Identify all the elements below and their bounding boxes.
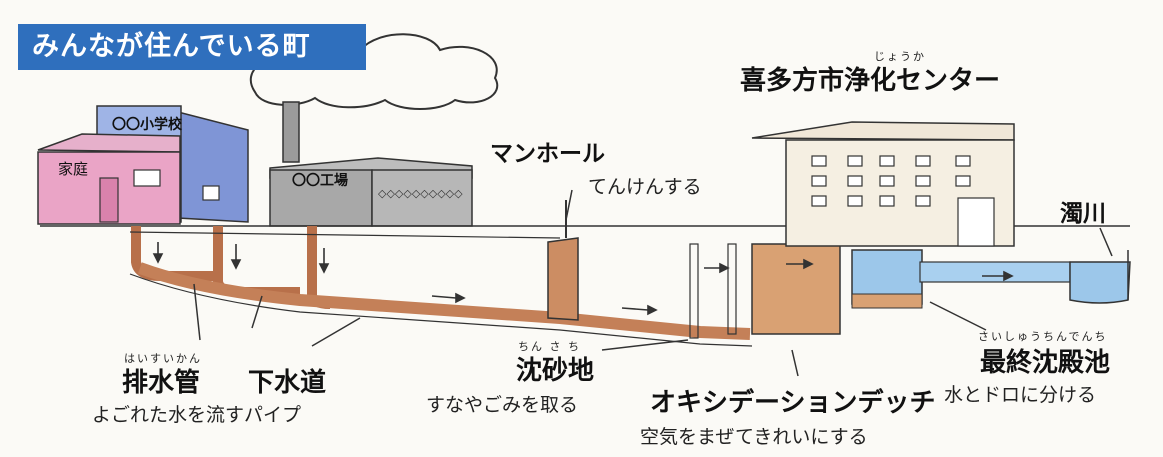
drain-pipe-desc: よごれた水を流すパイプ: [92, 404, 302, 426]
plant-windows: [811, 155, 971, 207]
final-settling-ruby: さいしゅうちんでんち: [978, 330, 1108, 343]
final-settling-desc: 水とドロに分ける: [944, 384, 1097, 406]
drain-pipe-ruby: はいすいかん: [124, 352, 202, 365]
house-label: 家庭: [58, 160, 89, 178]
chimney: [282, 101, 300, 163]
grit-chamber-ruby: ちん さ ち: [518, 340, 581, 353]
ditch-divider: [689, 243, 699, 339]
leader-lines: [193, 189, 1113, 377]
grit-chamber-label: 沈砂地: [516, 356, 595, 386]
plant-door: [957, 197, 995, 247]
manhole-desc: てんけんする: [588, 176, 702, 198]
river-label: 濁川: [1060, 201, 1106, 227]
outflow-channel: [919, 261, 1071, 283]
sewer-main: [137, 262, 751, 340]
page-title: みんなが住んでいる町: [18, 24, 366, 70]
settling-sludge: [851, 293, 923, 309]
plant-roof: [751, 121, 1015, 141]
sewer-outline-bottom: [129, 273, 753, 347]
house-window: [133, 169, 161, 187]
river: [1069, 261, 1131, 304]
grit-chamber-desc: すなやごみを取る: [426, 394, 579, 416]
house-roof: [37, 133, 181, 153]
oxidation-ditch-label: オキシデーションデッチ: [650, 388, 936, 418]
house-door: [99, 177, 119, 223]
school-window: [202, 185, 220, 201]
drain-pipe-label: 排水管: [122, 368, 201, 398]
plant-name: 喜多方市浄化センター: [740, 66, 1001, 96]
drain-pipe-school: [213, 226, 300, 297]
plant-name-ruby: じょうか: [874, 50, 926, 63]
flow-arrows: [152, 242, 1014, 316]
ditch-divider-2: [727, 243, 737, 335]
oxidation-ditch: [751, 243, 841, 335]
factory-pattern: ◇◇◇◇◇◇◇◇◇◇: [378, 187, 463, 200]
manhole-label: マンホール: [490, 141, 605, 167]
sewer-outline-top: [129, 231, 561, 239]
grit-chamber: [547, 237, 579, 321]
school-side: [177, 111, 249, 223]
sewer-label: 下水道: [248, 368, 327, 398]
final-settling-label: 最終沈殿池: [980, 348, 1111, 378]
factory-label: 〇〇工場: [292, 173, 348, 189]
school-label: 〇〇小学校: [112, 117, 182, 133]
oxidation-ditch-desc: 空気をまぜてきれいにする: [640, 426, 868, 448]
